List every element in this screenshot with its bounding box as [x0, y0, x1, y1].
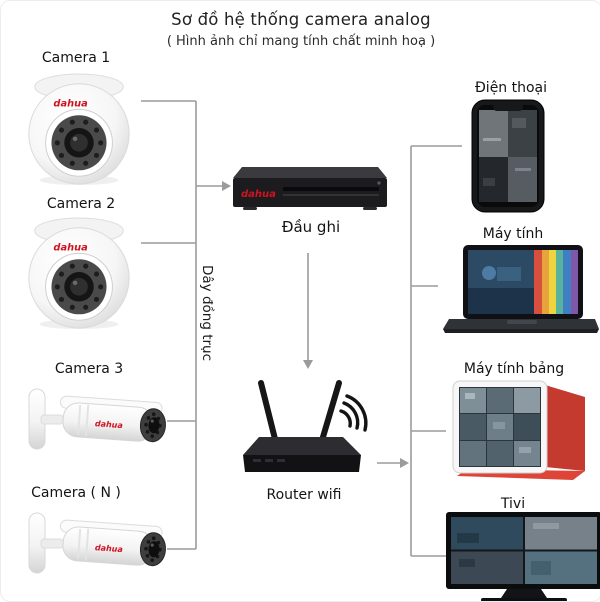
arrow-to-devices-icon: [400, 458, 409, 468]
bullet-camera-1-icon: dahua: [28, 388, 166, 450]
dome-camera-1-icon: dahua: [28, 73, 130, 186]
brand-logo-text: dahua: [95, 419, 123, 430]
camera-3-label: Camera 3: [54, 361, 124, 377]
phone-camera-grid: [479, 110, 537, 202]
camera-n-label: Camera ( N ): [31, 485, 121, 501]
tv-label: Tivi: [500, 496, 526, 512]
brand-logo-text: dahua: [95, 543, 123, 554]
camera-1-label: Camera 1: [41, 50, 111, 66]
brand-logo-text: dahua: [53, 98, 87, 109]
phone-icon: [471, 99, 545, 213]
coaxial-cable-label: Dây đồng trục: [199, 265, 215, 362]
wifi-signal-icon: [339, 394, 368, 432]
dvr-label: Đầu ghi: [281, 218, 341, 236]
laptop-icon: [443, 245, 599, 333]
arrow-to-router-icon: [303, 360, 313, 369]
dome-camera-2-icon: dahua: [28, 217, 130, 330]
brand-logo-text: dahua: [241, 189, 276, 200]
tv-icon: [446, 512, 600, 601]
tablet-camera-grid: [460, 388, 540, 466]
phone-label: Điện thoại: [474, 80, 548, 96]
bullet-camera-2-icon: dahua: [28, 512, 166, 574]
dvr-icon: dahua: [233, 167, 387, 210]
tablet-icon: [452, 380, 585, 480]
router-label: Router wifi: [266, 487, 342, 503]
tv-camera-grid: [451, 517, 597, 584]
brand-logo-text: dahua: [53, 242, 87, 253]
arrow-to-dvr-icon: [222, 181, 231, 191]
tablet-label: Máy tính bảng: [463, 361, 565, 377]
page-subtitle: ( Hình ảnh chỉ mang tính chất minh hoạ ): [166, 34, 436, 49]
camera-2-label: Camera 2: [46, 196, 116, 212]
page-title: Sơ đồ hệ thống camera analog: [171, 10, 431, 29]
router-icon: [243, 380, 368, 472]
computer-label: Máy tính: [482, 226, 544, 242]
